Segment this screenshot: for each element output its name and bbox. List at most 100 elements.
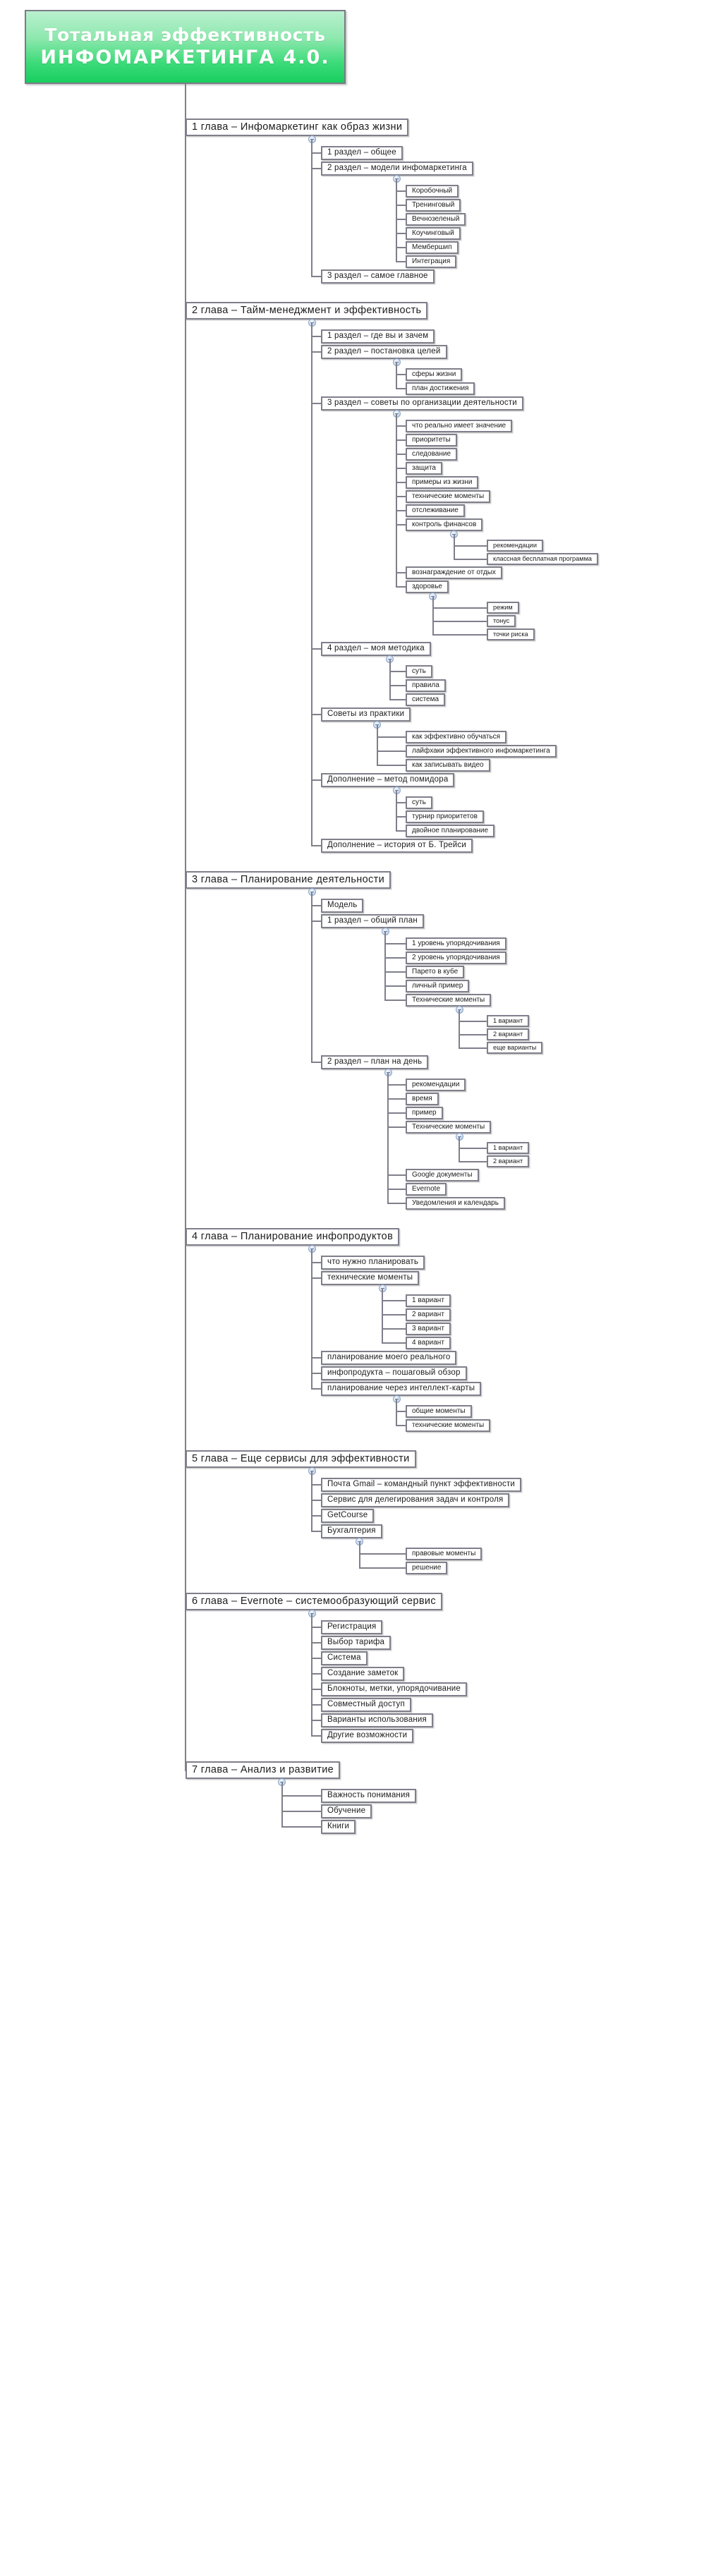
tree-node-depth-2[interactable]: Важность понимания bbox=[321, 1789, 417, 1803]
tree-node-depth-1[interactable]: 1 глава – Инфомаркетинг как образ жизни bbox=[186, 119, 409, 136]
tree-node-depth-4[interactable]: точки риска bbox=[487, 628, 535, 640]
tree-node-depth-3[interactable]: как эффективно обучаться bbox=[406, 731, 507, 743]
tree-node-depth-3[interactable]: правовые моменты bbox=[406, 1548, 483, 1560]
tree-node-depth-3[interactable]: Вечнозеленый bbox=[406, 213, 466, 226]
tree-node-depth-3[interactable]: правила bbox=[406, 679, 446, 692]
tree-node-depth-3[interactable]: Evernote bbox=[406, 1183, 447, 1196]
tree-node-depth-3[interactable]: личный пример bbox=[406, 980, 470, 992]
tree-node-depth-2[interactable]: Почта Gmail – командный пункт эффективно… bbox=[321, 1478, 521, 1492]
tree-node-depth-3[interactable]: 4 вариант bbox=[406, 1337, 451, 1349]
tree-node-depth-3[interactable]: 2 уровень упорядочивания bbox=[406, 952, 506, 964]
tree-node-depth-3[interactable]: система bbox=[406, 693, 446, 706]
tree-node-depth-4[interactable]: рекомендации bbox=[487, 540, 543, 552]
tree-node-depth-2[interactable]: Обучение bbox=[321, 1804, 372, 1818]
tree-node-depth-4[interactable]: тонус bbox=[487, 615, 516, 627]
tree-node-depth-3[interactable]: план достижения bbox=[406, 382, 475, 395]
tree-node-depth-3[interactable]: общие моменты bbox=[406, 1405, 472, 1418]
tree-node-depth-4[interactable]: режим bbox=[487, 602, 519, 614]
tree-node-depth-3[interactable]: Уведомления и календарь bbox=[406, 1197, 505, 1210]
tree-node-depth-2[interactable]: 1 раздел – общий план bbox=[321, 914, 424, 928]
tree-node-depth-1[interactable]: 6 глава – Evernote – системообразующий с… bbox=[186, 1593, 442, 1610]
tree-node-depth-3[interactable]: турнир приоритетов bbox=[406, 810, 484, 823]
tree-node-depth-3[interactable]: двойное планирование bbox=[406, 825, 495, 837]
tree-node-depth-2[interactable]: 4 раздел – моя методика bbox=[321, 642, 431, 656]
root-title-node[interactable]: Тотальная эффективность ИНФОМАРКЕТИНГА 4… bbox=[25, 10, 346, 84]
tree-node-depth-3[interactable]: приоритеты bbox=[406, 434, 457, 446]
tree-node-depth-1[interactable]: 4 глава – Планирование инфопродуктов bbox=[186, 1228, 400, 1246]
tree-node-depth-3[interactable]: время bbox=[406, 1093, 439, 1105]
tree-node-depth-3[interactable]: Мембершип bbox=[406, 241, 459, 254]
tree-node-label: Варианты использования bbox=[327, 1715, 427, 1725]
tree-node-depth-3[interactable]: следование bbox=[406, 448, 458, 461]
tree-node-depth-3[interactable]: Коробочный bbox=[406, 185, 459, 198]
tree-node-depth-2[interactable]: 2 раздел – постановка целей bbox=[321, 345, 447, 359]
tree-node-depth-3[interactable]: пример bbox=[406, 1107, 443, 1119]
tree-node-depth-3[interactable]: сферы жизни bbox=[406, 368, 463, 381]
tree-node-depth-3[interactable]: Технические моменты bbox=[406, 1121, 492, 1134]
tree-node-depth-3[interactable]: примеры из жизни bbox=[406, 476, 479, 489]
tree-node-depth-2[interactable]: 2 раздел – план на день bbox=[321, 1055, 429, 1069]
tree-node-depth-3[interactable]: Google документы bbox=[406, 1169, 479, 1181]
tree-node-depth-2[interactable]: Дополнение – метод помидора bbox=[321, 773, 455, 787]
tree-node-depth-2[interactable]: 1 раздел – общее bbox=[321, 146, 403, 160]
tree-node-depth-2[interactable]: что нужно планировать bbox=[321, 1256, 425, 1270]
tree-node-depth-2[interactable]: 3 раздел – самое главное bbox=[321, 269, 435, 284]
tree-node-depth-3[interactable]: решение bbox=[406, 1562, 448, 1574]
tree-node-depth-2[interactable]: Блокноты, метки, упорядочивание bbox=[321, 1682, 468, 1696]
connector-horizontal bbox=[185, 879, 186, 881]
tree-node-depth-2[interactable]: 1 раздел – где вы и зачем bbox=[321, 329, 435, 344]
tree-node-depth-2[interactable]: Книги bbox=[321, 1820, 356, 1834]
tree-node-depth-3[interactable]: суть bbox=[406, 665, 432, 678]
tree-node-depth-2[interactable]: Создание заметок bbox=[321, 1667, 405, 1681]
tree-node-depth-3[interactable]: 1 вариант bbox=[406, 1294, 451, 1307]
tree-node-depth-2[interactable]: Сервис для делегирования задач и контрол… bbox=[321, 1493, 510, 1507]
tree-node-depth-3[interactable]: что реально имеет значение bbox=[406, 420, 513, 432]
tree-node-depth-2[interactable]: Другие возможности bbox=[321, 1729, 414, 1743]
tree-node-depth-1[interactable]: 3 глава – Планирование деятельности bbox=[186, 871, 392, 889]
tree-node-depth-2[interactable]: инфопродукта – пошаговый обзор bbox=[321, 1366, 467, 1380]
tree-node-depth-4[interactable]: 2 вариант bbox=[487, 1155, 530, 1167]
tree-node-depth-2[interactable]: Совместный доступ bbox=[321, 1698, 411, 1712]
tree-node-depth-4[interactable]: 2 вариант bbox=[487, 1028, 530, 1040]
tree-node-depth-2[interactable]: GetCourse bbox=[321, 1509, 375, 1523]
tree-node-depth-3[interactable]: Технические моменты bbox=[406, 994, 492, 1007]
tree-node-depth-2[interactable]: Варианты использования bbox=[321, 1713, 433, 1727]
tree-node-depth-3[interactable]: технические моменты bbox=[406, 1419, 491, 1432]
tree-node-depth-3[interactable]: 2 вариант bbox=[406, 1308, 451, 1321]
tree-node-depth-1[interactable]: 5 глава – Еще сервисы для эффективности bbox=[186, 1450, 416, 1468]
tree-node-depth-3[interactable]: вознаграждение от отдых bbox=[406, 566, 502, 579]
tree-node-depth-3[interactable]: контроль финансов bbox=[406, 518, 483, 531]
tree-node-depth-2[interactable]: планирование через интеллект-карты bbox=[321, 1382, 482, 1396]
tree-node-depth-3[interactable]: рекомендации bbox=[406, 1079, 466, 1091]
tree-node-depth-3[interactable]: здоровье bbox=[406, 581, 449, 593]
tree-node-depth-1[interactable]: 2 глава – Тайм-менеджмент и эффективност… bbox=[186, 302, 428, 320]
tree-node-depth-3[interactable]: Парето в кубе bbox=[406, 966, 465, 978]
tree-node-depth-3[interactable]: Тренинговый bbox=[406, 199, 461, 212]
tree-node-depth-2[interactable]: Выбор тарифа bbox=[321, 1636, 392, 1650]
tree-node-depth-4[interactable]: 1 вариант bbox=[487, 1142, 530, 1154]
tree-node-depth-2[interactable]: Регистрация bbox=[321, 1620, 383, 1634]
tree-node-depth-3[interactable]: Коучинговый bbox=[406, 227, 461, 240]
tree-node-depth-3[interactable]: суть bbox=[406, 796, 432, 809]
tree-node-depth-4[interactable]: еще варианты bbox=[487, 1042, 543, 1054]
tree-node-depth-2[interactable]: Система bbox=[321, 1651, 368, 1665]
tree-node-depth-3[interactable]: Интеграция bbox=[406, 255, 457, 268]
tree-node-depth-1[interactable]: 7 глава – Анализ и развитие bbox=[186, 1761, 341, 1779]
tree-node-depth-3[interactable]: технические моменты bbox=[406, 490, 491, 503]
tree-node-depth-3[interactable]: лайфхаки эффективного инфомаркетинга bbox=[406, 745, 557, 758]
tree-node-depth-4[interactable]: классная бесплатная программа bbox=[487, 553, 599, 565]
tree-node-depth-3[interactable]: 1 уровень упорядочивания bbox=[406, 937, 506, 950]
tree-node-depth-2[interactable]: технические моменты bbox=[321, 1271, 420, 1285]
tree-node-depth-2[interactable]: планирование моего реального bbox=[321, 1351, 457, 1365]
tree-node-depth-2[interactable]: 3 раздел – советы по организации деятель… bbox=[321, 396, 523, 411]
tree-node-depth-2[interactable]: Бухгалтерия bbox=[321, 1524, 382, 1538]
tree-node-depth-2[interactable]: Советы из практики bbox=[321, 707, 411, 722]
tree-node-depth-3[interactable]: отслеживание bbox=[406, 504, 465, 517]
tree-node-depth-2[interactable]: 2 раздел – модели инфомаркетинга bbox=[321, 162, 473, 176]
tree-node-depth-3[interactable]: защита bbox=[406, 462, 442, 475]
tree-node-depth-3[interactable]: как записывать видео bbox=[406, 759, 490, 772]
tree-node-depth-4[interactable]: 1 вариант bbox=[487, 1015, 530, 1027]
tree-node-depth-3[interactable]: 3 вариант bbox=[406, 1323, 451, 1335]
tree-node-depth-2[interactable]: Модель bbox=[321, 899, 364, 913]
tree-node-depth-2[interactable]: Дополнение – история от Б. Трейси bbox=[321, 839, 473, 853]
